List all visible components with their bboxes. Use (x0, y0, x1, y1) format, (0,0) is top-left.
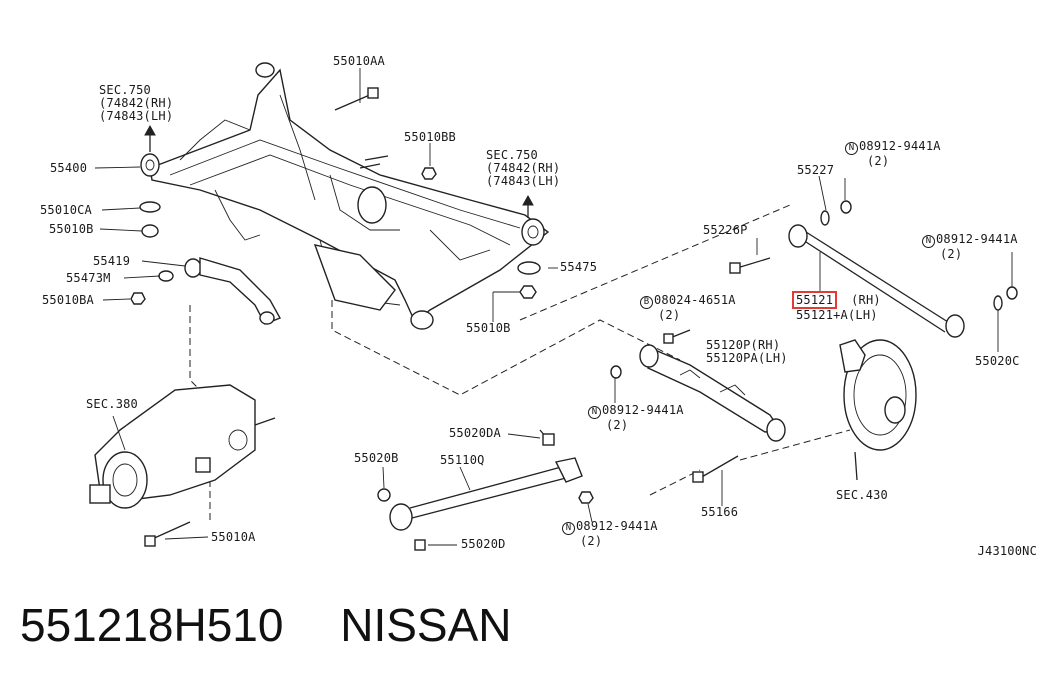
label-55020D: 55020D (461, 537, 506, 551)
exploded-parts-diagram (89, 62, 1018, 551)
footer-caption: 551218H510 NISSAN (20, 598, 512, 668)
highlighted-part-number: 55121 (792, 291, 838, 309)
label-55010B-mid: 55010B (466, 321, 511, 335)
label-55010BB: 55010BB (404, 130, 456, 144)
brand-name: NISSAN (340, 599, 512, 651)
lateral-link-55110Q (377, 429, 594, 551)
subframe-hardware (139, 87, 541, 299)
label-55020C: 55020C (975, 354, 1020, 368)
label-55010AA: 55010AA (333, 54, 385, 68)
label-55226P: 55226P (703, 223, 748, 237)
label-55166: 55166 (701, 505, 739, 519)
label-sec750-right: SEC.750(74842(RH)(74843(LH) (486, 148, 561, 188)
label-55020B: 55020B (354, 451, 399, 465)
lower-link-55120P (610, 329, 786, 442)
label-55121A-lh: 55121+A(LH) (796, 308, 878, 322)
leader-lines (94, 68, 1013, 546)
label-55010CA: 55010CA (40, 203, 92, 217)
mount-bushing-right (521, 194, 545, 246)
label-55473M: 55473M (66, 271, 111, 285)
label-sec750-left: SEC.750(74842(RH)(74843(LH) (99, 83, 174, 123)
label-55120P: 55120P(RH)55120PA(LH) (706, 338, 788, 365)
diagram-code: J43100NC (977, 544, 1037, 558)
differential-housing (89, 384, 276, 547)
n-circle-icon: N (845, 142, 858, 155)
n-circle-icon: N (922, 235, 935, 248)
label-55419: 55419 (93, 254, 131, 268)
n-circle-icon: N (562, 522, 575, 535)
label-55400: 55400 (50, 161, 88, 175)
mount-bushing-left (140, 124, 160, 177)
wheel-hub-knuckle (692, 339, 917, 483)
label-55475: 55475 (560, 260, 598, 274)
label-55110Q: 55110Q (440, 453, 485, 467)
label-55227: 55227 (797, 163, 835, 177)
stabilizer-link-bracket (130, 257, 281, 325)
label-55020DA: 55020DA (449, 426, 501, 440)
rear-subframe (149, 62, 550, 330)
b-circle-icon: B (640, 296, 653, 309)
upper-link-55121 (729, 200, 1018, 338)
part-number: 551218H510 (20, 599, 284, 651)
label-sec430: SEC.430 (836, 488, 888, 502)
label-sec380: SEC.380 (86, 397, 138, 411)
n-circle-icon: N (588, 406, 601, 419)
label-55010B-top: 55010B (49, 222, 94, 236)
label-55010A: 55010A (211, 530, 256, 544)
label-55010BA: 55010BA (42, 293, 94, 307)
label-55121-rh: 55121(RH) (792, 291, 881, 309)
